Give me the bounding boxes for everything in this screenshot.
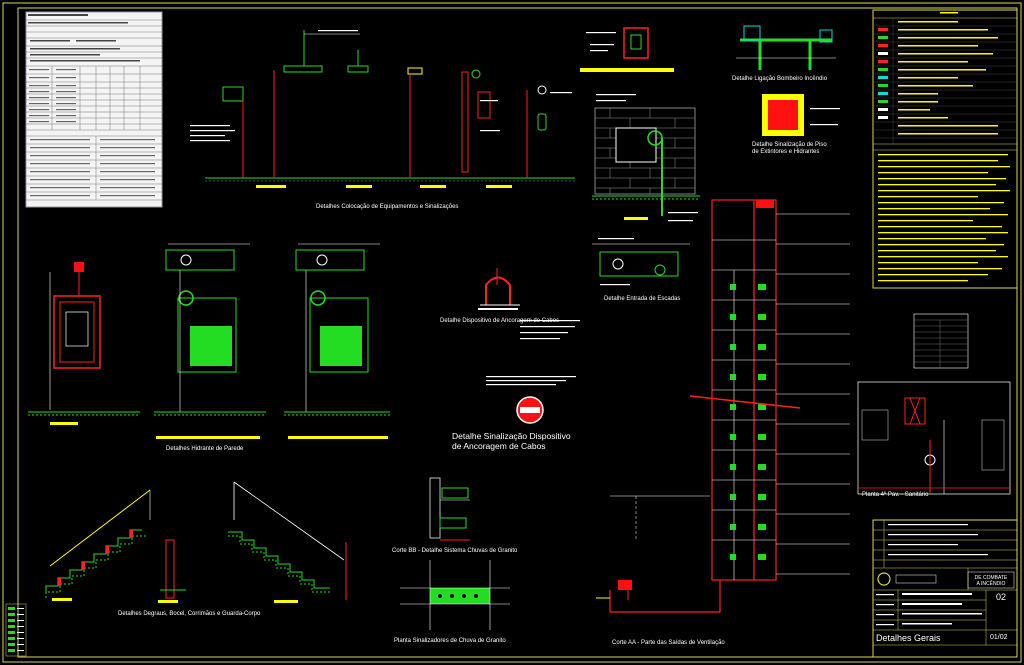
detail-corte-aa bbox=[596, 199, 850, 613]
sheet-count: 01/02 bbox=[990, 634, 1008, 641]
detail-corte-bb bbox=[429, 477, 470, 541]
title-block-badge: DE COMBATE A INCÊNDIO bbox=[970, 575, 1012, 587]
caption-sinalizacao-dispositivo-1: Detalhe Sinalização Dispositivo bbox=[452, 431, 571, 441]
caption-ligacao-bombeiro: Detalhe Ligação Bombeiro Incêndio bbox=[732, 76, 828, 82]
title-block bbox=[872, 519, 1018, 658]
detail-parede-tijolos bbox=[592, 94, 700, 222]
layer-legend-bottom bbox=[5, 603, 27, 657]
notes-panel bbox=[872, 9, 1018, 289]
caption-dispositivo-cabos: Detalhe Dispositivo de Ancoragem de Cabo… bbox=[440, 318, 560, 324]
detail-hidrante-parede bbox=[28, 243, 390, 439]
badge-line-2: A INCÊNDIO bbox=[976, 581, 1006, 587]
spec-table bbox=[25, 11, 163, 208]
caption-equipamentos: Detalhes Colocação de Equipamentos e Sin… bbox=[316, 204, 459, 210]
detail-dispositivo-ancoragem bbox=[478, 268, 580, 424]
sheet-title: Detalhes Gerais bbox=[876, 633, 941, 643]
caption-corte-bb: Corte BB - Detalhe Sistema Chuvas de Gra… bbox=[392, 548, 518, 554]
company-logo-icon bbox=[877, 572, 891, 586]
inner-border bbox=[17, 7, 1018, 658]
caption-sinalizacao-piso: Detalhe Sinalização de Piso bbox=[752, 142, 827, 148]
detail-degraus bbox=[45, 481, 347, 603]
caption-corte-aa: Corte AA - Parte das Saídas de Ventilaçã… bbox=[612, 640, 725, 646]
detail-abrigo bbox=[580, 27, 674, 72]
caption-degraus: Detalhes Degraus, Bocel, Corrimãos e Gua… bbox=[118, 611, 261, 617]
legend-table-right bbox=[913, 313, 969, 369]
caption-entrada-escadas: Detalhe Entrada de Escadas bbox=[604, 296, 681, 302]
caption-hidrante-parede: Detalhes Hidrante de Parede bbox=[166, 446, 244, 452]
caption-planta-4pav: Planta 4º Pav. - Sanitário bbox=[862, 492, 929, 498]
badge-line-1: DE COMBATE bbox=[974, 575, 1008, 581]
detail-planta-4pav bbox=[857, 381, 1011, 495]
caption-planta-vista: Planta Sinalizadores de Chuva de Granito bbox=[394, 638, 506, 644]
detail-equipamentos bbox=[190, 30, 575, 188]
caption-sinalizacao-piso-2: de Extintores e Hidrantes bbox=[752, 149, 820, 155]
caption-sinalizacao-dispositivo-2: de Ancoragem de Cabos bbox=[452, 441, 546, 451]
sheet-number: 02 bbox=[996, 592, 1007, 602]
detail-ligacao-bombeiro bbox=[736, 25, 836, 70]
detail-entrada-escadas bbox=[592, 238, 690, 286]
detail-planta-vista bbox=[400, 560, 510, 630]
detail-sinalizacao-piso bbox=[762, 94, 840, 136]
